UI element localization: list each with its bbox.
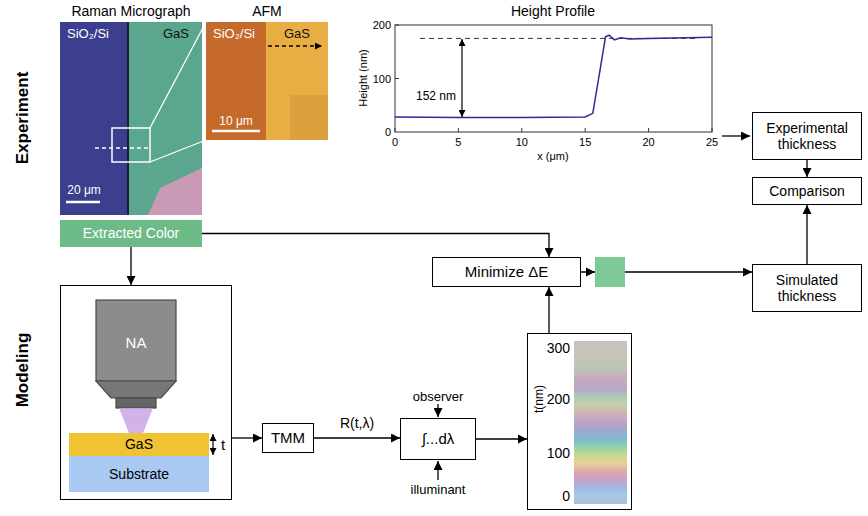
node-text: Minimize ΔE	[465, 263, 548, 280]
profile-line	[95, 147, 150, 149]
row-title: Modeling	[14, 333, 31, 408]
region-label: SiO₂/Si	[67, 27, 109, 40]
substrate-layer: Substrate	[69, 456, 209, 492]
substrate-region	[206, 22, 266, 140]
node-text: ∫...dλ	[422, 430, 454, 447]
tick-label: 15	[579, 137, 591, 148]
node-text: Simulated thickness	[759, 272, 855, 304]
matched-color-swatch	[595, 257, 625, 287]
plot-frame	[395, 25, 712, 132]
arrowhead	[586, 268, 595, 277]
afm-image	[206, 22, 328, 140]
flow-arrow	[314, 437, 400, 438]
node-text: Experimental thickness	[759, 120, 855, 152]
flow-arrow	[476, 438, 527, 439]
panel-title: Raman Micrograph	[71, 4, 190, 18]
region-label: GaS	[163, 27, 189, 40]
tick-label: 25	[706, 137, 718, 148]
dimension-label: 152 nm	[416, 90, 456, 102]
node-text: Comparison	[769, 183, 844, 199]
step-height-arrow	[461, 39, 462, 117]
gas-region	[206, 22, 328, 140]
process-box: TMM	[262, 423, 314, 453]
scale-label: 10 μm	[219, 115, 253, 127]
scan-arrow	[268, 45, 322, 46]
scale-bar	[66, 201, 100, 204]
tick-label: 5	[455, 137, 461, 148]
panel-title: AFM	[252, 4, 282, 18]
material-layer: GaS	[69, 433, 209, 456]
gas-region	[60, 22, 202, 215]
tick-label: 100	[547, 446, 570, 460]
process-box: Simulated thickness	[752, 264, 862, 312]
tick-label: 10	[516, 137, 528, 148]
tick-label: 0	[385, 127, 391, 138]
input-arrow	[437, 461, 438, 480]
node-text: Substrate	[109, 466, 169, 482]
flow-arrow	[806, 160, 807, 177]
thickness-arrow	[212, 434, 213, 455]
flow-arrow	[806, 205, 807, 264]
axis-ticks	[395, 25, 712, 132]
input-label: illuminant	[411, 483, 466, 496]
model-box: NA t GaS Substrate	[60, 285, 232, 500]
node-text: TMM	[271, 429, 305, 446]
thickness-label: t	[221, 437, 225, 452]
process-box: Experimental thickness	[752, 112, 862, 160]
flow-arrow	[548, 287, 549, 333]
node-text: Extracted Color	[83, 225, 179, 241]
zoom-line	[150, 22, 206, 128]
objective-taper	[96, 381, 176, 398]
input-arrow	[437, 404, 438, 417]
objective-tip	[116, 398, 156, 408]
tick-label: 300	[547, 341, 570, 355]
process-box: ∫...dλ	[400, 418, 476, 460]
edge-label: R(t,λ)	[338, 416, 376, 430]
color-thickness-strip	[574, 341, 627, 504]
flow-arrow	[722, 135, 750, 136]
process-box: Comparison	[752, 177, 862, 205]
tick-label: 200	[547, 392, 570, 406]
zoom-line	[150, 140, 206, 162]
height-curve	[395, 35, 712, 117]
axis-title: t(nm)	[533, 385, 545, 413]
region-label: SiO₂/Si	[213, 27, 255, 40]
tick-label: 20	[642, 137, 654, 148]
color-box: Extracted Color	[60, 220, 202, 247]
zoom-box	[112, 128, 150, 162]
region-label: GaS	[284, 27, 310, 40]
axis-title: x (μm)	[537, 151, 568, 162]
row-title: Experiment	[14, 72, 31, 165]
height-profile-plot	[395, 25, 712, 132]
afm-texture	[290, 95, 328, 140]
tick-label: 0	[392, 137, 398, 148]
flow-arrow	[232, 437, 262, 438]
tick-label: 100	[373, 73, 391, 84]
scale-label: 20 μm	[67, 184, 101, 196]
tick-label: 200	[373, 20, 391, 31]
objective-body	[96, 300, 176, 381]
scale-bar	[212, 130, 260, 133]
flake-edge	[127, 22, 129, 215]
flow-arrow	[202, 234, 549, 258]
lens-label: NA	[126, 335, 147, 350]
panel-title: Height Profile	[511, 4, 595, 18]
thick-flake-region	[148, 168, 202, 215]
raman-micrograph	[60, 22, 202, 215]
input-label: observer	[413, 390, 464, 403]
tick-label: 0	[562, 489, 570, 503]
process-box: Minimize ΔE	[432, 257, 581, 287]
light-cone	[119, 408, 153, 433]
substrate-region	[60, 22, 128, 215]
color-chart-box: t(nm) 300 200 100 0	[527, 333, 632, 510]
node-text: GaS	[125, 436, 153, 452]
axis-title: Height (nm)	[358, 49, 369, 106]
flow-arrow	[130, 247, 131, 285]
